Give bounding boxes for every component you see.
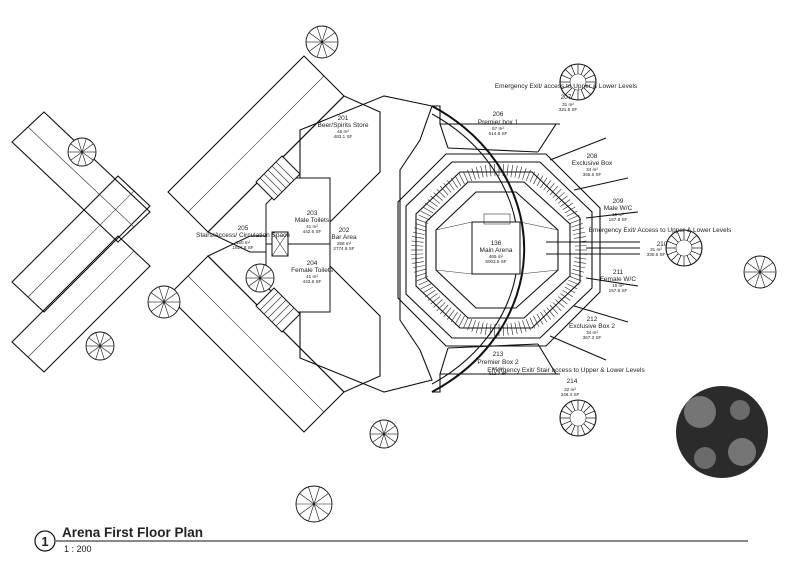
svg-text:Exclusive Box 2: Exclusive Box 2 (569, 323, 615, 330)
svg-text:32 m²: 32 m² (564, 387, 576, 392)
tree-symbols (67, 25, 777, 523)
room-201: 201 Beer/Spirits Store 45 m² 483.1 SF (318, 115, 369, 139)
svg-text:210: 210 (657, 241, 668, 248)
room-211: 211 Female W/C 15 m² 157.8 SF (600, 269, 636, 293)
svg-text:31 m²: 31 m² (650, 247, 662, 252)
svg-text:Emergency Exit/ Access to Uppe: Emergency Exit/ Access to Upper & Lower … (589, 227, 732, 234)
svg-text:442.6 SF: 442.6 SF (303, 279, 322, 284)
room-203: 203 Male Toilets 41 m² 442.6 SF (295, 210, 330, 234)
room-209: 209 Male W/C 15 m² 157.8 SF (604, 198, 633, 222)
svg-text:Male W/C: Male W/C (604, 205, 633, 212)
room-136: 136 Main Arena 465 m² 5003.5 SF (480, 240, 513, 264)
svg-text:Female Toilets: Female Toilets (291, 267, 334, 274)
svg-text:150 m²: 150 m² (236, 240, 251, 245)
svg-text:57 m²: 57 m² (492, 126, 504, 131)
svg-text:Premier Box 2: Premier Box 2 (477, 359, 519, 366)
svg-text:483.1 SF: 483.1 SF (334, 134, 353, 139)
svg-text:211: 211 (613, 269, 624, 276)
svg-text:202: 202 (339, 227, 350, 234)
svg-text:465 m²: 465 m² (489, 254, 504, 259)
main-building-wings (167, 55, 433, 433)
svg-text:442.6 SF: 442.6 SF (303, 229, 322, 234)
svg-text:209: 209 (613, 198, 624, 205)
svg-text:157.8 SF: 157.8 SF (609, 288, 628, 293)
shrub-hatch (676, 386, 768, 478)
room-210: Emergency Exit/ Access to Upper & Lower … (589, 227, 732, 257)
view-number-circle (34, 530, 56, 552)
view-number: 1 (41, 534, 48, 549)
svg-text:Bar Area: Bar Area (331, 234, 357, 241)
svg-text:Emergency Exit/ Stair access t: Emergency Exit/ Stair access to Upper & … (487, 367, 645, 374)
svg-text:34 m²: 34 m² (586, 167, 598, 172)
room-214: Emergency Exit/ Stair access to Upper & … (487, 367, 645, 397)
svg-text:212: 212 (587, 316, 598, 323)
svg-text:365.6 SF: 365.6 SF (583, 172, 602, 177)
arena-shell (431, 105, 640, 393)
room-206: 206 Premier box 1 57 m² 614.8 SF (478, 111, 519, 136)
spiral-stair-se (559, 399, 597, 437)
svg-text:214: 214 (567, 378, 578, 385)
room-205: 205 Stairs/Access/ Circulation Space 150… (196, 225, 290, 250)
title-block: 1 Arena First Floor Plan 1 : 200 (34, 525, 748, 554)
svg-text:258 m²: 258 m² (337, 241, 352, 246)
svg-text:Main Arena: Main Arena (480, 247, 513, 254)
spiral-stair-ne (559, 63, 597, 101)
svg-text:Stairs/Access/ Circulation Spa: Stairs/Access/ Circulation Space (196, 232, 290, 239)
svg-text:331.5 SF: 331.5 SF (559, 107, 578, 112)
svg-text:1617.8 SF: 1617.8 SF (232, 245, 253, 250)
svg-text:15 m²: 15 m² (612, 212, 624, 217)
svg-text:Exclusive Box: Exclusive Box (572, 160, 613, 167)
room-212: 212 Exclusive Box 2 34 m² 367.3 SF (569, 316, 615, 340)
svg-text:41 m²: 41 m² (306, 274, 318, 279)
svg-text:203: 203 (307, 210, 318, 217)
drawing-scale: 1 : 200 (64, 544, 92, 554)
svg-text:367.3 SF: 367.3 SF (583, 335, 602, 340)
room-204: 204 Female Toilets 41 m² 442.6 SF (291, 260, 334, 284)
svg-text:204: 204 (307, 260, 318, 267)
svg-text:2774.8 SF: 2774.8 SF (333, 246, 354, 251)
svg-text:612.7 SF: 612.7 SF (489, 371, 508, 376)
svg-text:205: 205 (238, 225, 249, 232)
svg-text:34 m²: 34 m² (586, 330, 598, 335)
svg-text:157.8 SF: 157.8 SF (609, 217, 628, 222)
svg-text:201: 201 (338, 115, 349, 122)
svg-text:614.8 SF: 614.8 SF (489, 131, 508, 136)
svg-text:206: 206 (493, 111, 504, 118)
room-207: Emergency Exit/ access to Upper & Lower … (495, 83, 638, 112)
svg-text:Premier box 1: Premier box 1 (478, 119, 519, 126)
svg-text:41 m²: 41 m² (306, 224, 318, 229)
upper-stair (255, 155, 301, 201)
room-202: 202 Bar Area 258 m² 2774.8 SF (331, 227, 357, 251)
arena-bowl (397, 153, 601, 347)
svg-text:57 m²: 57 m² (492, 366, 504, 371)
spiral-stair-e (665, 229, 703, 267)
svg-text:136: 136 (491, 240, 502, 247)
room-213: 213 Premier Box 2 57 m² 612.7 SF (477, 351, 519, 376)
room-208: 208 Exclusive Box 34 m² 365.6 SF (572, 153, 613, 177)
svg-text:31 m²: 31 m² (562, 102, 574, 107)
svg-text:Male Toilets: Male Toilets (295, 217, 330, 224)
svg-text:15 m²: 15 m² (612, 283, 624, 288)
svg-text:5003.5 SF: 5003.5 SF (485, 259, 506, 264)
svg-text:208: 208 (587, 153, 598, 160)
svg-text:330.6 SF: 330.6 SF (647, 252, 666, 257)
lower-stair (255, 287, 301, 333)
svg-text:Emergency Exit/ access to Uppe: Emergency Exit/ access to Upper & Lower … (495, 83, 638, 90)
svg-text:213: 213 (493, 351, 504, 358)
svg-text:Beer/Spirits Store: Beer/Spirits Store (318, 122, 369, 129)
west-detached-wing (11, 111, 151, 373)
drawing-title: Arena First Floor Plan (62, 525, 203, 540)
svg-text:207: 207 (561, 94, 572, 101)
svg-text:346.4 SF: 346.4 SF (561, 392, 580, 397)
svg-text:Female W/C: Female W/C (600, 276, 636, 283)
svg-text:45 m²: 45 m² (337, 129, 349, 134)
